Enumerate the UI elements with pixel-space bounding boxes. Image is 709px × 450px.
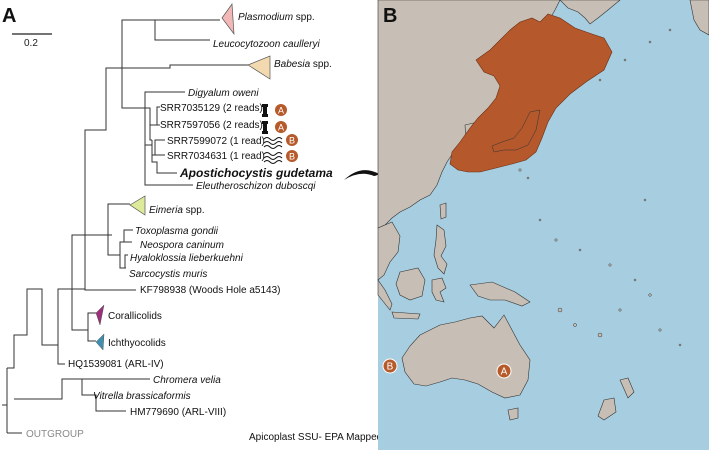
plasmodium-clade-triangle <box>221 3 235 36</box>
borneo <box>395 267 426 301</box>
label-babesia: Babesia spp. <box>274 59 332 70</box>
new-guinea <box>469 281 531 307</box>
label-plasmodium: Plasmodium spp. <box>238 12 315 23</box>
alaska <box>689 0 709 36</box>
label-srr7597056: SRR7597056 (2 reads) <box>160 120 263 131</box>
label-apostichocystis: Apostichocystis gudetama <box>179 166 333 180</box>
branch-srr-a <box>145 106 160 141</box>
tree-markers: A A B B <box>275 104 298 162</box>
eimeria-clade-triangle <box>129 195 146 216</box>
marker-b-srr3-label: B <box>289 136 295 146</box>
corallicolids-clade-triangle <box>95 304 105 326</box>
marker-a-srr1-label: A <box>278 106 284 116</box>
label-digyalum: Digyalum oweni <box>188 88 259 99</box>
sulawesi <box>431 277 447 303</box>
tree-caption: Apicoplast SSU- EPA Mapped <box>249 432 382 443</box>
worm-icon-2 <box>263 152 283 164</box>
branch-eleuthero <box>144 145 193 186</box>
label-chromera: Chromera velia <box>153 375 221 386</box>
label-srr7599072: SRR7599072 (1 read) <box>167 136 265 147</box>
indochina <box>377 221 401 281</box>
taxon-labels: Plasmodium spp. Leucocytozoon caulleryi … <box>26 12 333 440</box>
branch-chromera-hm <box>14 378 126 412</box>
philippines <box>433 224 448 275</box>
pacific-islands <box>518 28 682 347</box>
label-neospora: Neospora caninum <box>140 240 224 251</box>
babesia-clade-triangle <box>247 55 271 80</box>
branch-leucocyto <box>106 19 210 69</box>
map-marker-a-label: A <box>501 367 508 378</box>
label-outgroup: OUTGROUP <box>26 429 84 440</box>
taiwan <box>439 202 447 220</box>
branch-digyalum <box>144 91 185 108</box>
marker-a-srr2-label: A <box>278 123 284 133</box>
marker-b-srr4-label: B <box>289 152 295 162</box>
panel-a: A 0.2 <box>2 3 382 443</box>
ichthyocolids-clade-triangle <box>95 333 105 351</box>
kamchatka <box>559 0 621 25</box>
label-sarcocystis: Sarcocystis muris <box>129 269 207 280</box>
java <box>391 311 421 320</box>
animal-icon-2 <box>262 121 268 134</box>
map-markers: A B <box>382 358 512 379</box>
sumatra <box>377 279 393 311</box>
panel-b: A B B <box>377 0 709 450</box>
map-marker-b <box>382 358 398 374</box>
branch-coral-ichthy <box>71 289 96 342</box>
label-srr7035129: SRR7035129 (2 reads) <box>160 103 263 114</box>
label-eleutheroschizon: Eleutheroschizon duboscqi <box>196 181 316 192</box>
label-corallicolids: Corallicolids <box>108 311 162 322</box>
label-vitrella: Vitrella brassicaformis <box>93 391 191 402</box>
branch-coccidia <box>85 203 132 269</box>
apostichocystis-host-icon <box>344 170 379 180</box>
branch-srr-b <box>151 139 165 156</box>
new-zealand <box>597 377 635 421</box>
australia <box>401 314 531 399</box>
label-hq1539081: HQ1539081 (ARL-IV) <box>68 359 164 370</box>
scale-bar-label: 0.2 <box>24 38 38 49</box>
map-marker-b-label: B <box>387 362 394 373</box>
map-marker-a <box>496 363 512 379</box>
marker-b-srr4 <box>286 150 298 162</box>
label-kf798938: KF798938 (Woods Hole a5143) <box>140 285 280 296</box>
label-hm779690: HM779690 (ARL-VIII) <box>130 407 226 418</box>
label-ichthyocolids: Ichthyocolids <box>108 338 166 349</box>
label-srr7034631: SRR7034631 (1 read) <box>167 151 265 162</box>
tasmania <box>507 407 519 421</box>
species-range <box>449 13 613 173</box>
marker-a-srr2 <box>275 121 287 133</box>
branch-hq <box>57 345 65 365</box>
range-land-overlay <box>491 109 541 153</box>
animal-icon-1 <box>262 104 268 117</box>
label-leucocytozoon: Leucocytozoon caulleryi <box>213 39 321 50</box>
label-hyaloklossia: Hyaloklossia lieberkuehni <box>130 253 244 264</box>
tree-branches <box>2 19 248 434</box>
label-toxoplasma: Toxoplasma gondii <box>135 226 219 237</box>
panel-b-label: B <box>383 5 397 27</box>
marker-a-srr1 <box>275 104 287 116</box>
branch-backbone <box>7 67 177 369</box>
leaf-toxo-stub <box>123 229 133 242</box>
organism-icons <box>262 104 379 180</box>
marker-b-srr3 <box>286 134 298 146</box>
branch-kf <box>84 235 136 291</box>
panel-a-label: A <box>2 5 16 27</box>
branch-babesia <box>122 64 248 69</box>
label-eimeria: Eimeria spp. <box>149 205 205 216</box>
worm-icon-1 <box>263 137 283 149</box>
